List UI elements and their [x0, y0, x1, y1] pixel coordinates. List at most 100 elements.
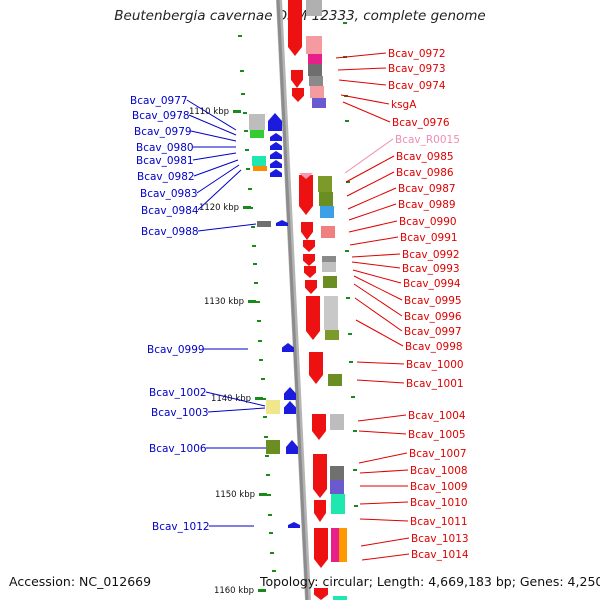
right-leader-line — [348, 220, 398, 233]
right-leader-line — [354, 297, 403, 332]
right-leader-line — [338, 79, 387, 86]
protein-feature-block — [322, 262, 336, 272]
right-leader-line — [352, 269, 402, 284]
right-gene-label: Bcav_1007 — [409, 448, 467, 460]
right-leader-line — [349, 236, 399, 246]
right-gene-label: Bcav_0986 — [396, 167, 454, 179]
left-gene-label: Bcav_1006 — [149, 443, 207, 455]
right-leader-line — [353, 275, 403, 301]
protein-feature-block — [249, 114, 265, 130]
protein-feature-block — [309, 76, 323, 86]
protein-feature-block — [306, 36, 322, 54]
right-leader-line — [356, 379, 405, 384]
right-leader-line — [359, 469, 409, 474]
left-gene-label: Bcav_0980 — [136, 142, 194, 154]
tick-mark — [268, 514, 272, 516]
protein-feature-block — [257, 221, 271, 227]
tick-mark — [257, 320, 261, 322]
tick-mark — [348, 333, 352, 335]
left-leader-line — [205, 391, 266, 407]
right-gene-label: Bcav_0995 — [404, 295, 462, 307]
tick-mark — [240, 70, 244, 72]
tick-mark — [261, 378, 265, 380]
reverse-gene-arrow — [270, 133, 282, 141]
right-leader-line — [359, 518, 409, 522]
tick-mark — [245, 149, 249, 151]
protein-feature-block — [320, 206, 334, 218]
rna-gene-arrow — [299, 173, 313, 179]
right-gene-label: Bcav_1010 — [410, 497, 468, 509]
tick-mark — [345, 250, 349, 252]
right-gene-label: Bcav_0997 — [404, 326, 462, 338]
right-leader-line — [347, 187, 397, 210]
protein-feature-block — [308, 54, 322, 64]
right-leader-line — [335, 52, 387, 59]
reverse-gene-arrow — [284, 401, 296, 414]
kbp-label: 1140 kbp — [211, 394, 251, 404]
left-gene-label: Bcav_0978 — [132, 110, 190, 122]
right-gene-label: Bcav_1009 — [410, 481, 468, 493]
left-leader-line — [197, 223, 257, 232]
right-leader-line — [351, 253, 401, 258]
protein-feature-block — [253, 166, 267, 171]
protein-feature-block — [318, 176, 332, 192]
left-gene-label: Bcav_0984 — [141, 205, 199, 217]
left-gene-label: Bcav_0988 — [141, 226, 199, 238]
accession-text: Accession: NC_012669 — [9, 574, 152, 589]
forward-gene-arrow — [314, 528, 328, 568]
reverse-gene-arrow — [270, 169, 282, 177]
right-leader-line — [351, 261, 401, 269]
right-leader-line — [355, 319, 404, 347]
right-gene-label: Bcav_0990 — [399, 216, 457, 228]
protein-feature-block — [321, 226, 335, 238]
protein-feature-block — [323, 276, 337, 288]
tick-mark — [272, 570, 276, 572]
kbp-tick — [258, 589, 266, 592]
tick-mark — [259, 359, 263, 361]
forward-gene-arrow — [301, 222, 313, 240]
kbp-tick — [255, 397, 263, 400]
protein-feature-block — [330, 414, 344, 430]
forward-gene-arrow — [303, 240, 315, 252]
kbp-label: 1160 kbp — [214, 586, 254, 596]
right-gene-label: Bcav_1001 — [406, 378, 464, 390]
protein-feature-block — [266, 440, 280, 454]
kbp-label: 1110 kbp — [189, 107, 229, 117]
kbp-tick — [233, 110, 241, 113]
protein-feature-block — [252, 156, 266, 166]
tick-mark — [246, 168, 250, 170]
reverse-gene-arrow — [270, 160, 282, 168]
tick-mark — [270, 552, 274, 554]
forward-gene-arrow — [299, 175, 313, 215]
protein-feature-block — [306, 0, 322, 16]
right-gene-label: Bcav_1011 — [410, 516, 468, 528]
forward-gene-arrow — [314, 500, 326, 522]
tick-mark — [254, 282, 258, 284]
right-gene-label: Bcav_1005 — [408, 429, 466, 441]
protein-feature-block — [330, 466, 344, 480]
right-gene-label: Bcav_0976 — [392, 117, 450, 129]
right-gene-label: Bcav_0989 — [398, 199, 456, 211]
left-gene-label: Bcav_0977 — [130, 95, 188, 107]
right-leader-line — [358, 430, 407, 435]
kbp-label: 1120 kbp — [199, 203, 239, 213]
tick-mark — [253, 263, 257, 265]
tick-mark — [258, 340, 262, 342]
right-leader-line — [357, 414, 407, 422]
forward-gene-arrow — [305, 280, 317, 294]
reverse-gene-arrow — [270, 142, 282, 150]
tick-mark — [346, 297, 350, 299]
left-gene-label: Bcav_0982 — [137, 171, 195, 183]
tick-mark — [238, 35, 242, 37]
protein-feature-block — [250, 130, 264, 138]
tick-mark — [264, 436, 268, 438]
right-gene-label: Bcav_1008 — [410, 465, 468, 477]
tick-mark — [241, 93, 245, 95]
right-gene-label: Bcav_1014 — [411, 549, 469, 561]
right-gene-label: Bcav_0972 — [388, 48, 446, 60]
forward-gene-arrow — [291, 70, 303, 88]
protein-feature-block — [266, 400, 280, 414]
left-gene-label: Bcav_0979 — [134, 126, 192, 138]
left-leader-line — [188, 114, 237, 136]
forward-gene-arrow — [314, 588, 328, 600]
